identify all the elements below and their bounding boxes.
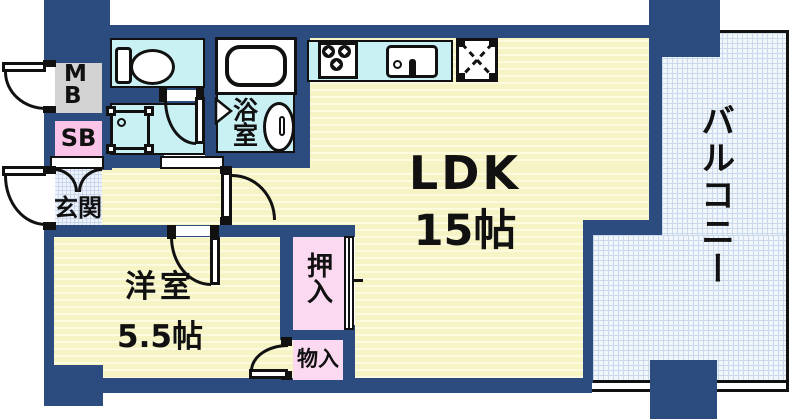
wall-storage-east [343, 325, 355, 382]
oval-basin-handle [279, 116, 285, 136]
ldk-label: LDK [408, 146, 522, 200]
closet-sliding-door-tick [354, 279, 363, 282]
washer-pan-tab-tr [144, 106, 154, 116]
meter-box [55, 63, 102, 113]
meter-box-label: MB [64, 61, 87, 109]
toilet-bowl-icon [130, 49, 175, 85]
western-room-size-label: 5.5帖 [117, 319, 203, 355]
entrance-label: 玄関 [54, 194, 102, 222]
entrance-door-jamb-bottom [43, 222, 56, 230]
western-door-jamb-left [167, 225, 176, 239]
closet-fill [293, 237, 344, 330]
wall-bath-right [295, 25, 310, 168]
wall-closet-bottom [280, 328, 355, 340]
storage-label: 物入 [297, 347, 339, 371]
western-room-floor [54, 237, 293, 378]
ldk-door-jamb-top [220, 166, 232, 174]
hallway-floor [102, 168, 649, 225]
bathroom-label: 浴室 [229, 97, 259, 147]
shoe-box [55, 121, 102, 158]
washer-pan-icon [110, 110, 150, 150]
pillar-bottom-left [44, 365, 103, 406]
toilet-door-jamb-right [196, 88, 204, 102]
ldk-door-panel [221, 172, 232, 219]
entrance-door-gap [43, 173, 55, 223]
wall-washroom-bottom [102, 155, 164, 168]
washroom-step [160, 156, 224, 169]
pillar-bottom-right [650, 360, 717, 419]
wall-closet-west [280, 225, 293, 340]
washer-pan-tab-br [144, 144, 154, 154]
wall-bottom [44, 378, 592, 393]
sink-faucet-icon [409, 59, 416, 78]
balcony-floor-upper [662, 33, 786, 235]
closet-sliding-door-rail [348, 238, 350, 328]
wall-east-jog [583, 220, 662, 235]
washer-drain-icon [117, 118, 126, 127]
entrance-step [50, 156, 104, 169]
mb-door-gap [43, 66, 55, 107]
mb-door-jamb-top [43, 60, 56, 67]
western-room-label: 洋室 [125, 269, 195, 305]
storage-door-jamb-top [281, 337, 292, 346]
entrance-door-swing [4, 176, 46, 226]
bath-door-icon [214, 97, 234, 125]
balcony-edge-top [718, 30, 789, 33]
entrance-door-panel [2, 166, 46, 176]
balcony-label: バルコニー [694, 103, 735, 288]
washer-pan-tab-tl [106, 106, 116, 116]
bathtub-icon [225, 45, 287, 87]
balcony-floor-lower [593, 235, 786, 383]
mb-door-jamb-bottom [43, 106, 56, 113]
mb-door-panel [2, 62, 46, 72]
toilet-door-jamb-left [159, 88, 167, 102]
toilet-door-panel [195, 97, 205, 144]
wall-top [44, 25, 662, 38]
entrance-door-jamb-top [43, 166, 56, 174]
refrigerator-space-icon [456, 38, 498, 82]
western-door-gap [174, 226, 212, 236]
toilet-door-gap [167, 90, 196, 101]
closet-label: 押入 [302, 252, 333, 304]
wall-east-upper [649, 25, 662, 230]
sink-drain-icon [393, 60, 402, 69]
ldk-size-label: 15帖 [413, 206, 517, 256]
ldk-floor-lower [355, 225, 583, 382]
ldk-door-jamb-bottom [220, 217, 232, 225]
shoe-box-label: SB [60, 124, 97, 152]
western-door-panel [210, 237, 220, 285]
washer-pan-tab-bl [106, 144, 116, 154]
balcony-edge-right [786, 30, 789, 392]
wall-east-lower [583, 220, 593, 383]
wall-bath-bottom [205, 153, 310, 168]
oval-basin-icon [263, 102, 295, 152]
western-door-jamb-right [210, 225, 219, 239]
storage-fill [293, 340, 343, 380]
mb-door-swing [4, 72, 46, 110]
